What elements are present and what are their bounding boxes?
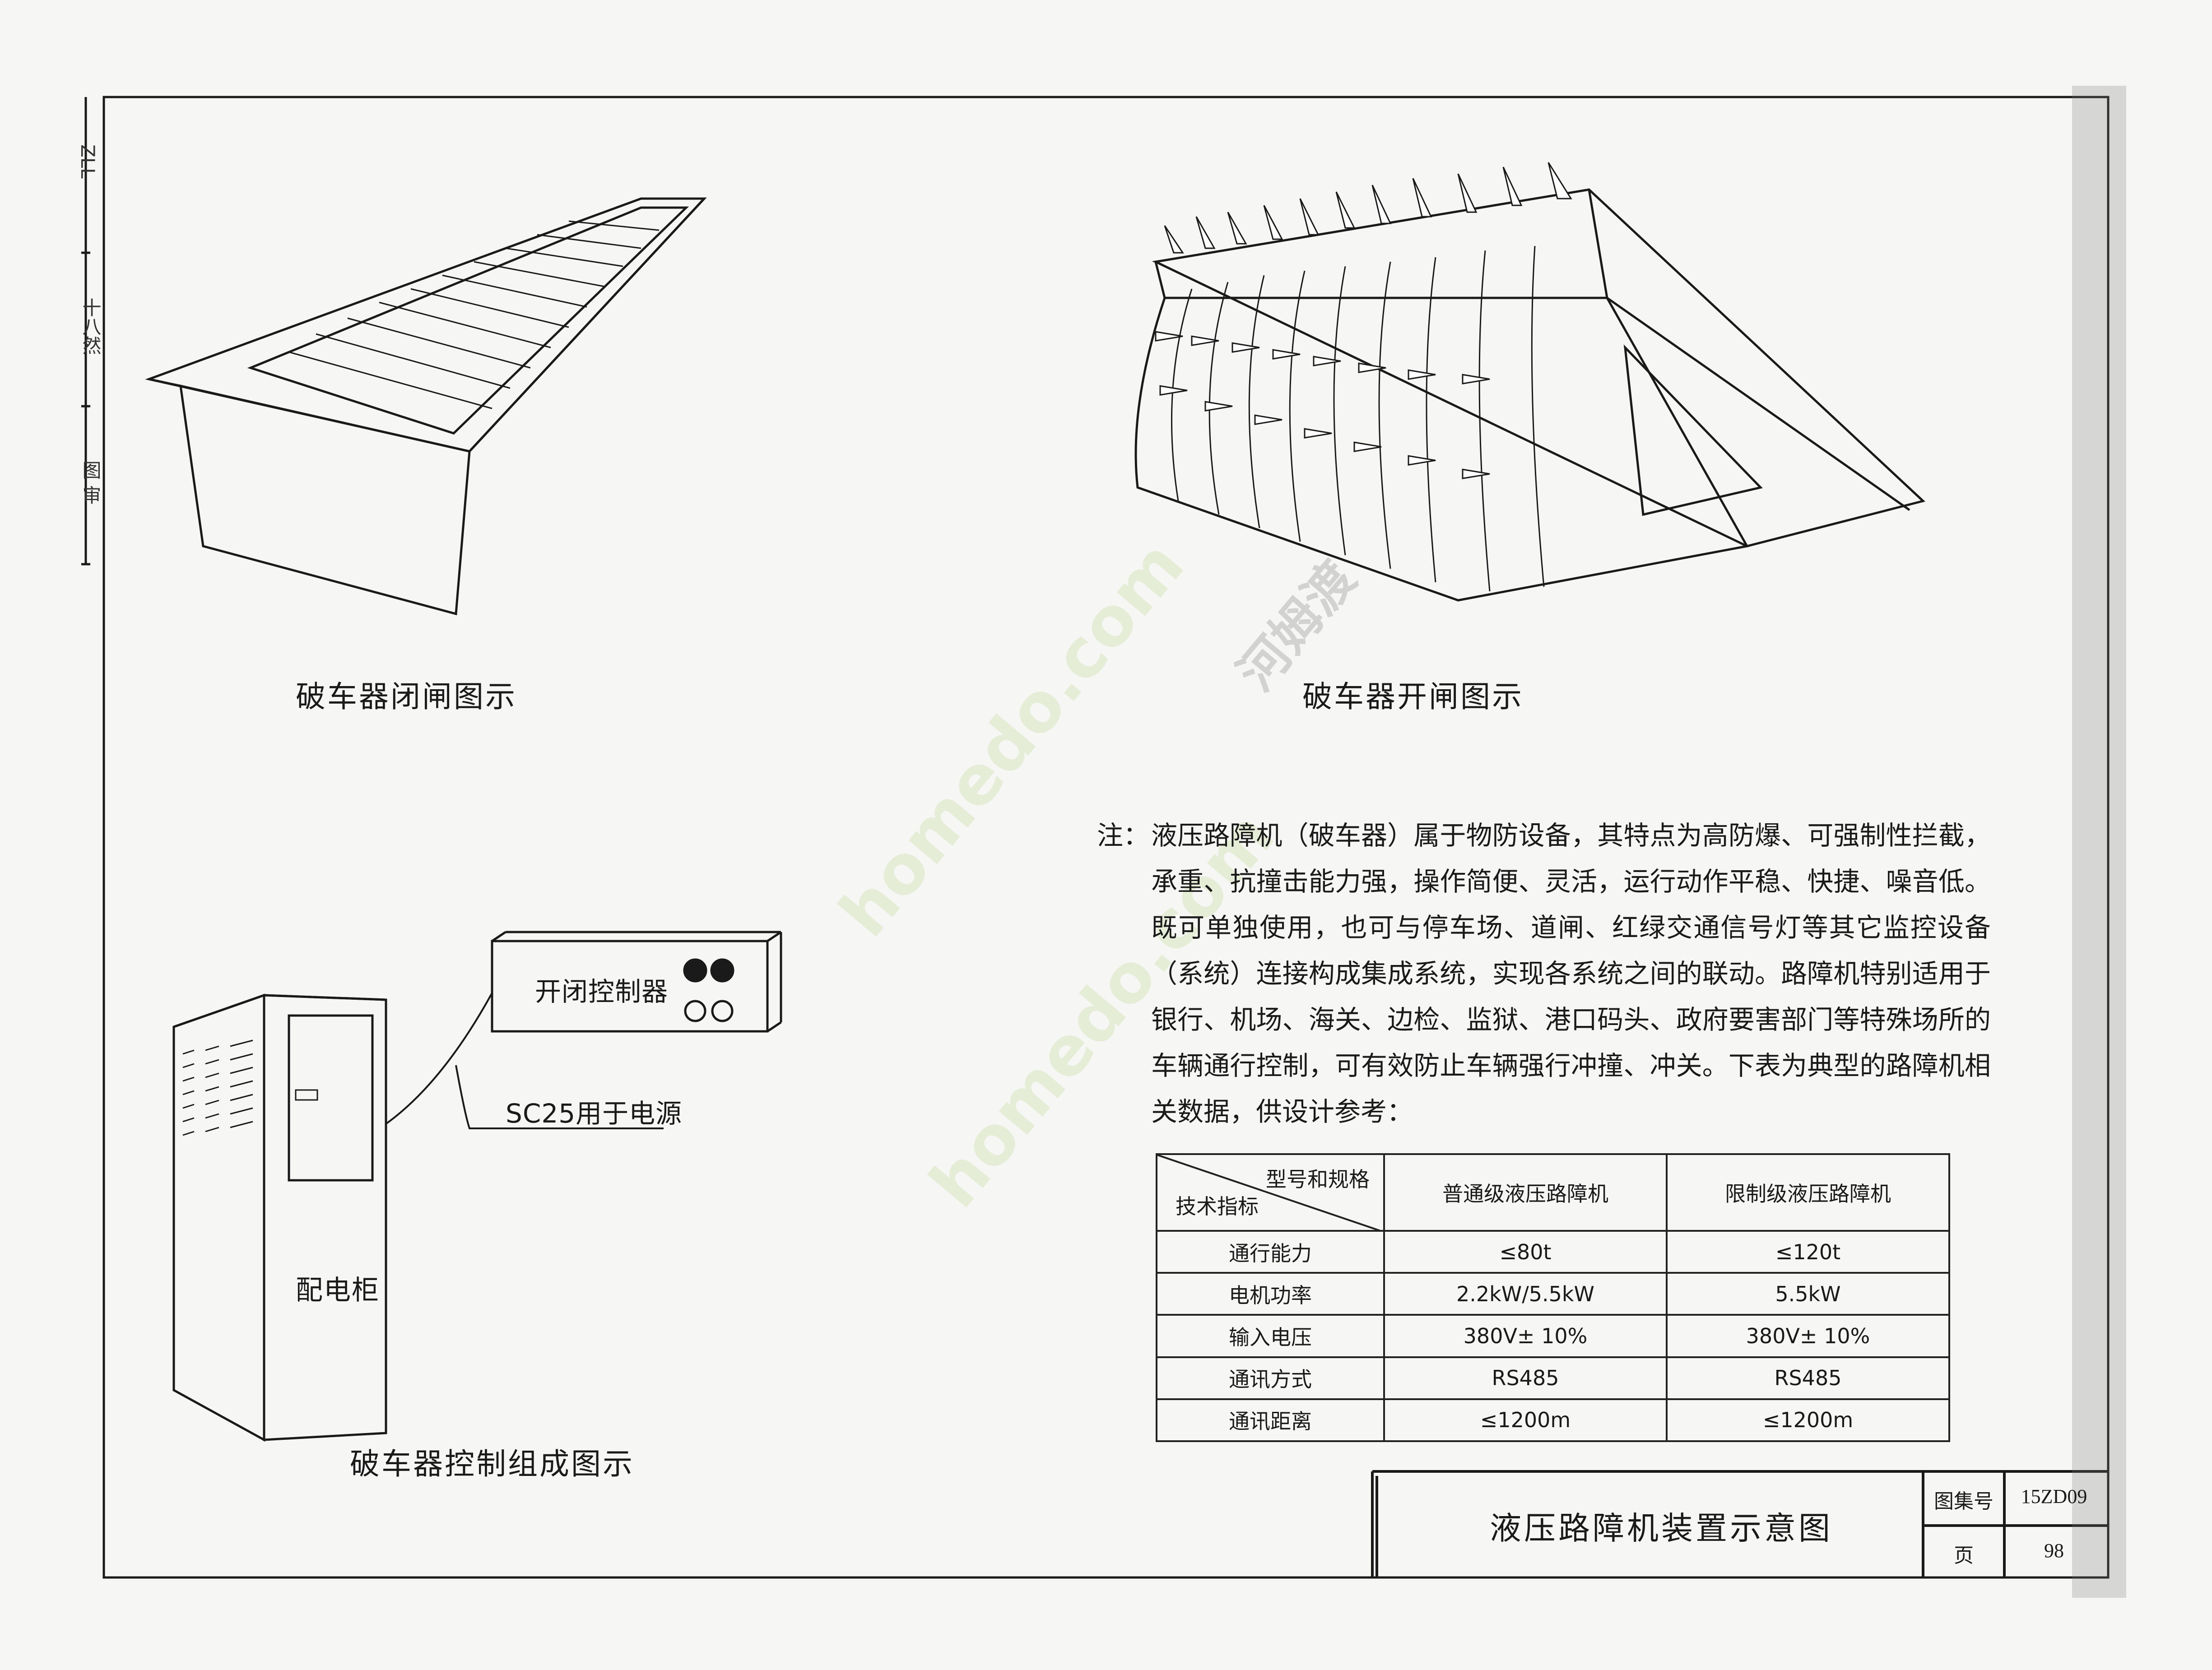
row-value-restricted: 5.5kW: [1666, 1272, 1950, 1316]
row-value-standard: RS485: [1383, 1356, 1668, 1400]
atlas-label: 图集号: [1934, 1490, 1994, 1513]
note-text: 液压路障机（破车器）属于物防设备，其特点为高防爆、可强制性拦截，承重、抗撞击能力…: [1151, 820, 1991, 1127]
side-label-bottom: 图 审: [79, 460, 102, 505]
row-label: 输入电压: [1156, 1314, 1385, 1358]
side-label-top: ZLL: [77, 144, 99, 179]
caption-control: 破车器控制组成图示: [350, 1447, 634, 1481]
drawing-title: 液压路障机装置示意图: [1490, 1509, 1833, 1547]
table-row: 通行能力 ≤80t ≤120t: [1156, 1229, 1950, 1274]
cabinet-front: [263, 994, 387, 1441]
row-value-restricted: ≤120t: [1666, 1229, 1950, 1274]
row-value-restricted: ≤1200m: [1666, 1398, 1950, 1443]
header-col-restricted: 限制级液压路障机: [1666, 1153, 1950, 1232]
table-row: 输入电压 380V± 10% 380V± 10%: [1156, 1314, 1950, 1358]
row-label: 电机功率: [1156, 1272, 1385, 1316]
page-label: 页: [1954, 1544, 1974, 1567]
cabinet-label: 配电柜: [296, 1275, 380, 1306]
note-block: 注： 液压路障机（破车器）属于物防设备，其特点为高防爆、可强制性拦截，承重、抗撞…: [1097, 812, 1991, 1135]
indicator-light-2: [710, 958, 734, 983]
atlas-number: 15ZD09: [2021, 1485, 2087, 1508]
cable-label: SC25用于电源: [506, 1098, 683, 1129]
row-value-standard: 380V± 10%: [1383, 1314, 1668, 1358]
closed-breaker-illustration: [145, 197, 707, 616]
caption-closed: 破车器闭闸图示: [296, 679, 517, 714]
controller-label: 开闭控制器: [535, 976, 669, 1007]
caption-open: 破车器开闸图示: [1302, 679, 1524, 714]
row-label: 通讯方式: [1156, 1356, 1385, 1400]
drawing-frame: [102, 96, 2110, 1579]
indicator-light-1: [683, 958, 707, 983]
row-value-standard: 2.2kW/5.5kW: [1383, 1272, 1668, 1316]
row-value-standard: ≤1200m: [1383, 1398, 1668, 1443]
button-1: [684, 1000, 706, 1022]
row-value-restricted: RS485: [1666, 1356, 1950, 1400]
table-row: 通讯方式 RS485 RS485: [1156, 1356, 1950, 1400]
row-value-restricted: 380V± 10%: [1666, 1314, 1950, 1358]
control-assembly-illustration: [172, 931, 782, 1442]
table-row: 电机功率 2.2kW/5.5kW 5.5kW: [1156, 1272, 1950, 1316]
spec-table: 型号和规格 技术指标 普通级液压路障机 限制级液压路障机 通行能力 ≤80t ≤…: [1156, 1153, 1950, 1443]
header-col-standard: 普通级液压路障机: [1383, 1153, 1668, 1232]
row-label: 通讯距离: [1156, 1398, 1385, 1443]
table-row: 通讯距离 ≤1200m ≤1200m: [1156, 1398, 1950, 1443]
page-number: 98: [2044, 1540, 2064, 1562]
table-diagonal-header: 型号和规格 技术指标: [1156, 1153, 1385, 1232]
header-spec-label: 型号和规格: [1266, 1167, 1370, 1192]
open-breaker-illustration: [1134, 162, 1926, 602]
header-index-label: 技术指标: [1176, 1194, 1259, 1219]
note-prefix: 注：: [1097, 820, 1150, 851]
title-block-frame: [1371, 1470, 2108, 1577]
table-header-row: 型号和规格 技术指标 普通级液压路障机 限制级液压路障机: [1156, 1153, 1950, 1232]
button-2: [711, 1000, 734, 1022]
cabinet-side: [172, 993, 265, 1442]
side-label-mid: 十八然: [79, 298, 102, 355]
row-label: 通行能力: [1156, 1229, 1385, 1274]
row-value-standard: ≤80t: [1383, 1229, 1668, 1274]
